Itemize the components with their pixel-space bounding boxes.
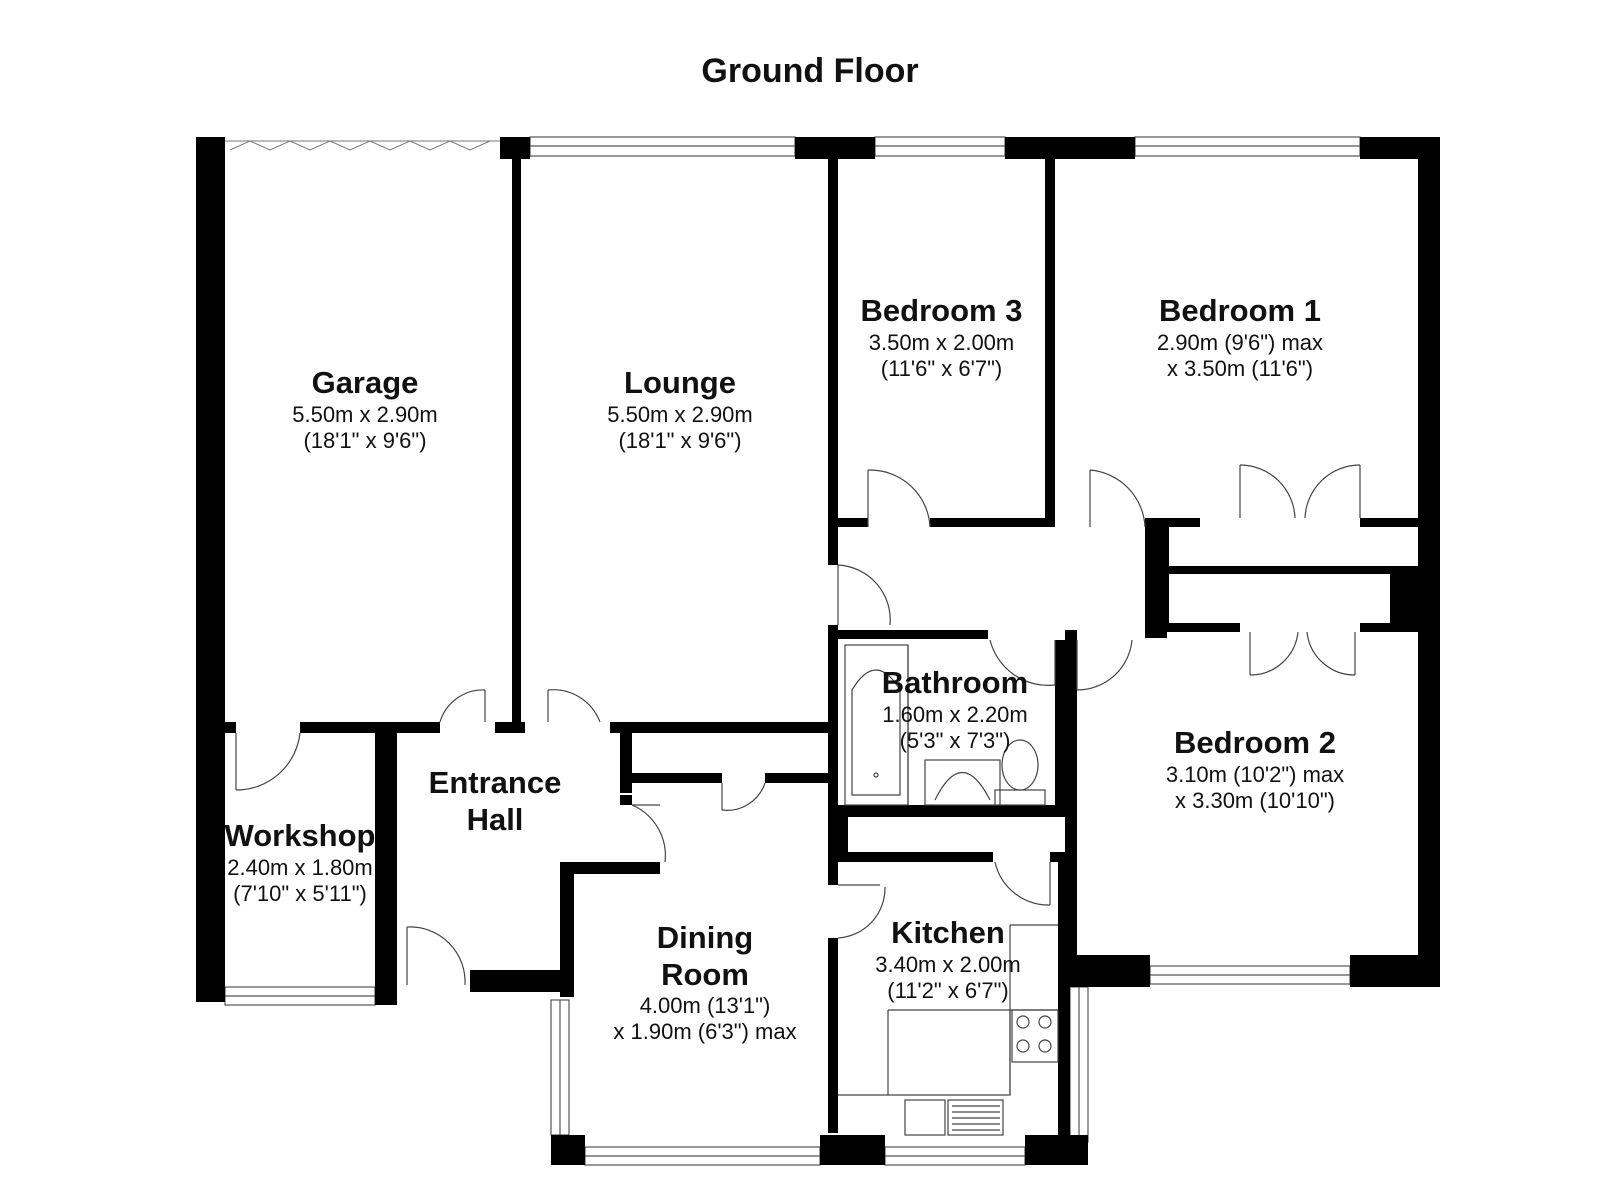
kitchen-sink — [904, 1099, 946, 1136]
room-dimensions-imperial: (5'3" x 7'3") — [899, 727, 1011, 753]
room-dimensions: 2.90m (9'6") max — [1156, 329, 1324, 355]
toilet — [994, 789, 1046, 806]
room-dimensions-imperial: x 1.90m (6'3") max — [613, 1019, 797, 1045]
kitchen-fixtures — [838, 924, 1059, 1136]
room-name: Garage — [311, 365, 419, 400]
room-dimensions-imperial: (18'1" x 9'6") — [618, 427, 742, 453]
room-kitchen: Kitchen 3.40m x 2.00m (11'2" x 6'7") — [848, 915, 1048, 1003]
room-name: Entrance — [428, 765, 562, 800]
garage-door — [225, 140, 500, 151]
room-dimensions: 4.00m (13'1") — [639, 993, 771, 1019]
room-name: Bedroom 3 — [860, 293, 1023, 328]
room-bedroom-3: Bedroom 3 3.50m x 2.00m (11'6" x 6'7") — [838, 293, 1045, 381]
room-dimensions: 3.50m x 2.00m — [868, 329, 1015, 355]
room-bedroom-1: Bedroom 1 2.90m (9'6") max x 3.50m (11'6… — [1110, 293, 1370, 381]
room-name: Lounge — [624, 365, 736, 400]
room-workshop: Workshop 2.40m x 1.80m (7'10" x 5'11") — [215, 818, 385, 906]
room-dimensions: 5.50m x 2.90m — [607, 401, 753, 427]
room-name: Bathroom — [881, 665, 1029, 700]
room-name: Workshop — [224, 818, 376, 853]
room-name: Bedroom 2 — [1174, 725, 1336, 760]
windows — [224, 136, 1361, 1166]
floor-title: Ground Floor — [701, 52, 919, 90]
room-name: Dining — [656, 920, 754, 955]
room-dimensions: 2.40m x 1.80m — [227, 854, 373, 880]
room-name: Kitchen — [891, 915, 1005, 950]
doors — [235, 464, 1361, 986]
room-dimensions: 3.40m x 2.00m — [875, 951, 1021, 977]
room-dimensions-imperial: (18'1" x 9'6") — [303, 427, 427, 453]
room-entrance-hall: Entrance Hall — [400, 765, 590, 838]
room-dimensions: 3.10m (10'2") max — [1165, 761, 1345, 787]
sink-bathroom — [924, 759, 1001, 806]
room-dimensions: 1.60m x 2.20m — [882, 701, 1028, 727]
room-dimensions-imperial: (11'6" x 6'7") — [880, 355, 1003, 381]
hob — [1011, 1009, 1059, 1063]
room-dimensions-imperial: (11'2" x 6'7") — [887, 977, 1009, 1003]
room-bedroom-2: Bedroom 2 3.10m (10'2") max x 3.30m (10'… — [1120, 725, 1390, 813]
room-name: Bedroom 1 — [1159, 293, 1321, 328]
room-dimensions-imperial: x 3.50m (11'6") — [1166, 355, 1314, 381]
room-name-line-2: Room — [661, 956, 749, 992]
room-dimensions-imperial: (7'10" x 5'11") — [233, 880, 367, 906]
room-dimensions-imperial: x 3.30m (10'10") — [1175, 787, 1335, 813]
room-dimensions: 5.50m x 2.90m — [292, 401, 438, 427]
room-garage: Garage 5.50m x 2.90m (18'1" x 9'6") — [260, 365, 470, 453]
room-dining: Dining Room 4.00m (13'1") x 1.90m (6'3")… — [585, 920, 825, 1045]
room-name-line-2: Hall — [466, 801, 524, 837]
room-bathroom: Bathroom 1.60m x 2.20m (5'3" x 7'3") — [855, 665, 1055, 753]
walls — [196, 137, 1440, 1165]
room-lounge: Lounge 5.50m x 2.90m (18'1" x 9'6") — [570, 365, 790, 453]
bathroom-fixtures — [844, 644, 1046, 806]
